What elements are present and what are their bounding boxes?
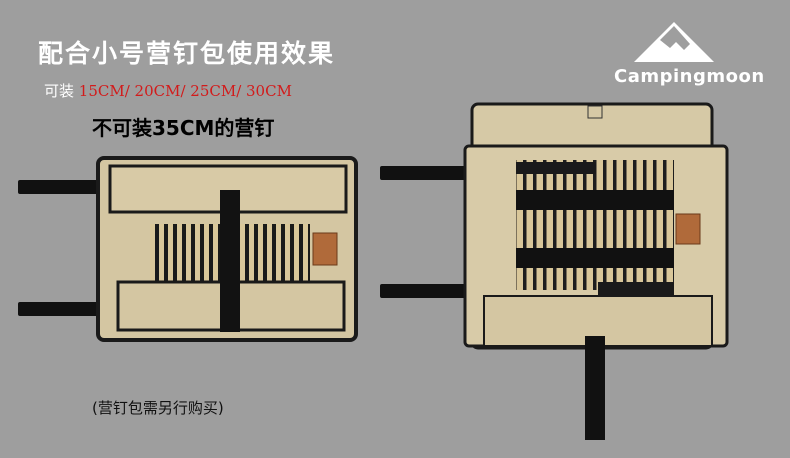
left-tie-strap-top — [18, 180, 102, 194]
open-bag-elastic-band-bottom — [516, 248, 674, 268]
open-bag — [380, 102, 729, 440]
closed-bag — [18, 156, 358, 342]
footnote: (营钉包需另行购买) — [92, 399, 224, 417]
open-bag-elastic-band-top — [516, 190, 674, 210]
left-tie-strap-bottom — [18, 302, 102, 316]
open-bag-top-tab — [587, 105, 603, 119]
right-tie-strap-top — [380, 166, 472, 180]
open-bag-leather-patch — [675, 213, 701, 245]
mountain-logo-icon — [634, 22, 714, 62]
capacity-line: 可装 15CM/ 20CM/ 25CM/ 30CM — [44, 80, 292, 101]
exclusion-note: 不可装35CM的营钉 — [92, 116, 275, 140]
stake-hooks-bottom — [598, 282, 674, 296]
brand-logo: Campingmoon — [614, 18, 774, 98]
stake-hooks-top — [516, 162, 596, 174]
open-bag-stakes — [516, 160, 674, 290]
open-bag-bottom-strap — [585, 336, 605, 440]
closed-bag-leather-patch — [312, 232, 338, 266]
headline: 配合小号营钉包使用效果 — [38, 39, 336, 68]
capacity-sizes: 15CM/ 20CM/ 25CM/ 30CM — [78, 82, 292, 100]
closed-bag-center-strap — [220, 190, 240, 332]
right-tie-strap-bottom — [380, 284, 472, 298]
brand-name: Campingmoon — [614, 66, 765, 87]
capacity-label: 可装 — [44, 82, 79, 100]
